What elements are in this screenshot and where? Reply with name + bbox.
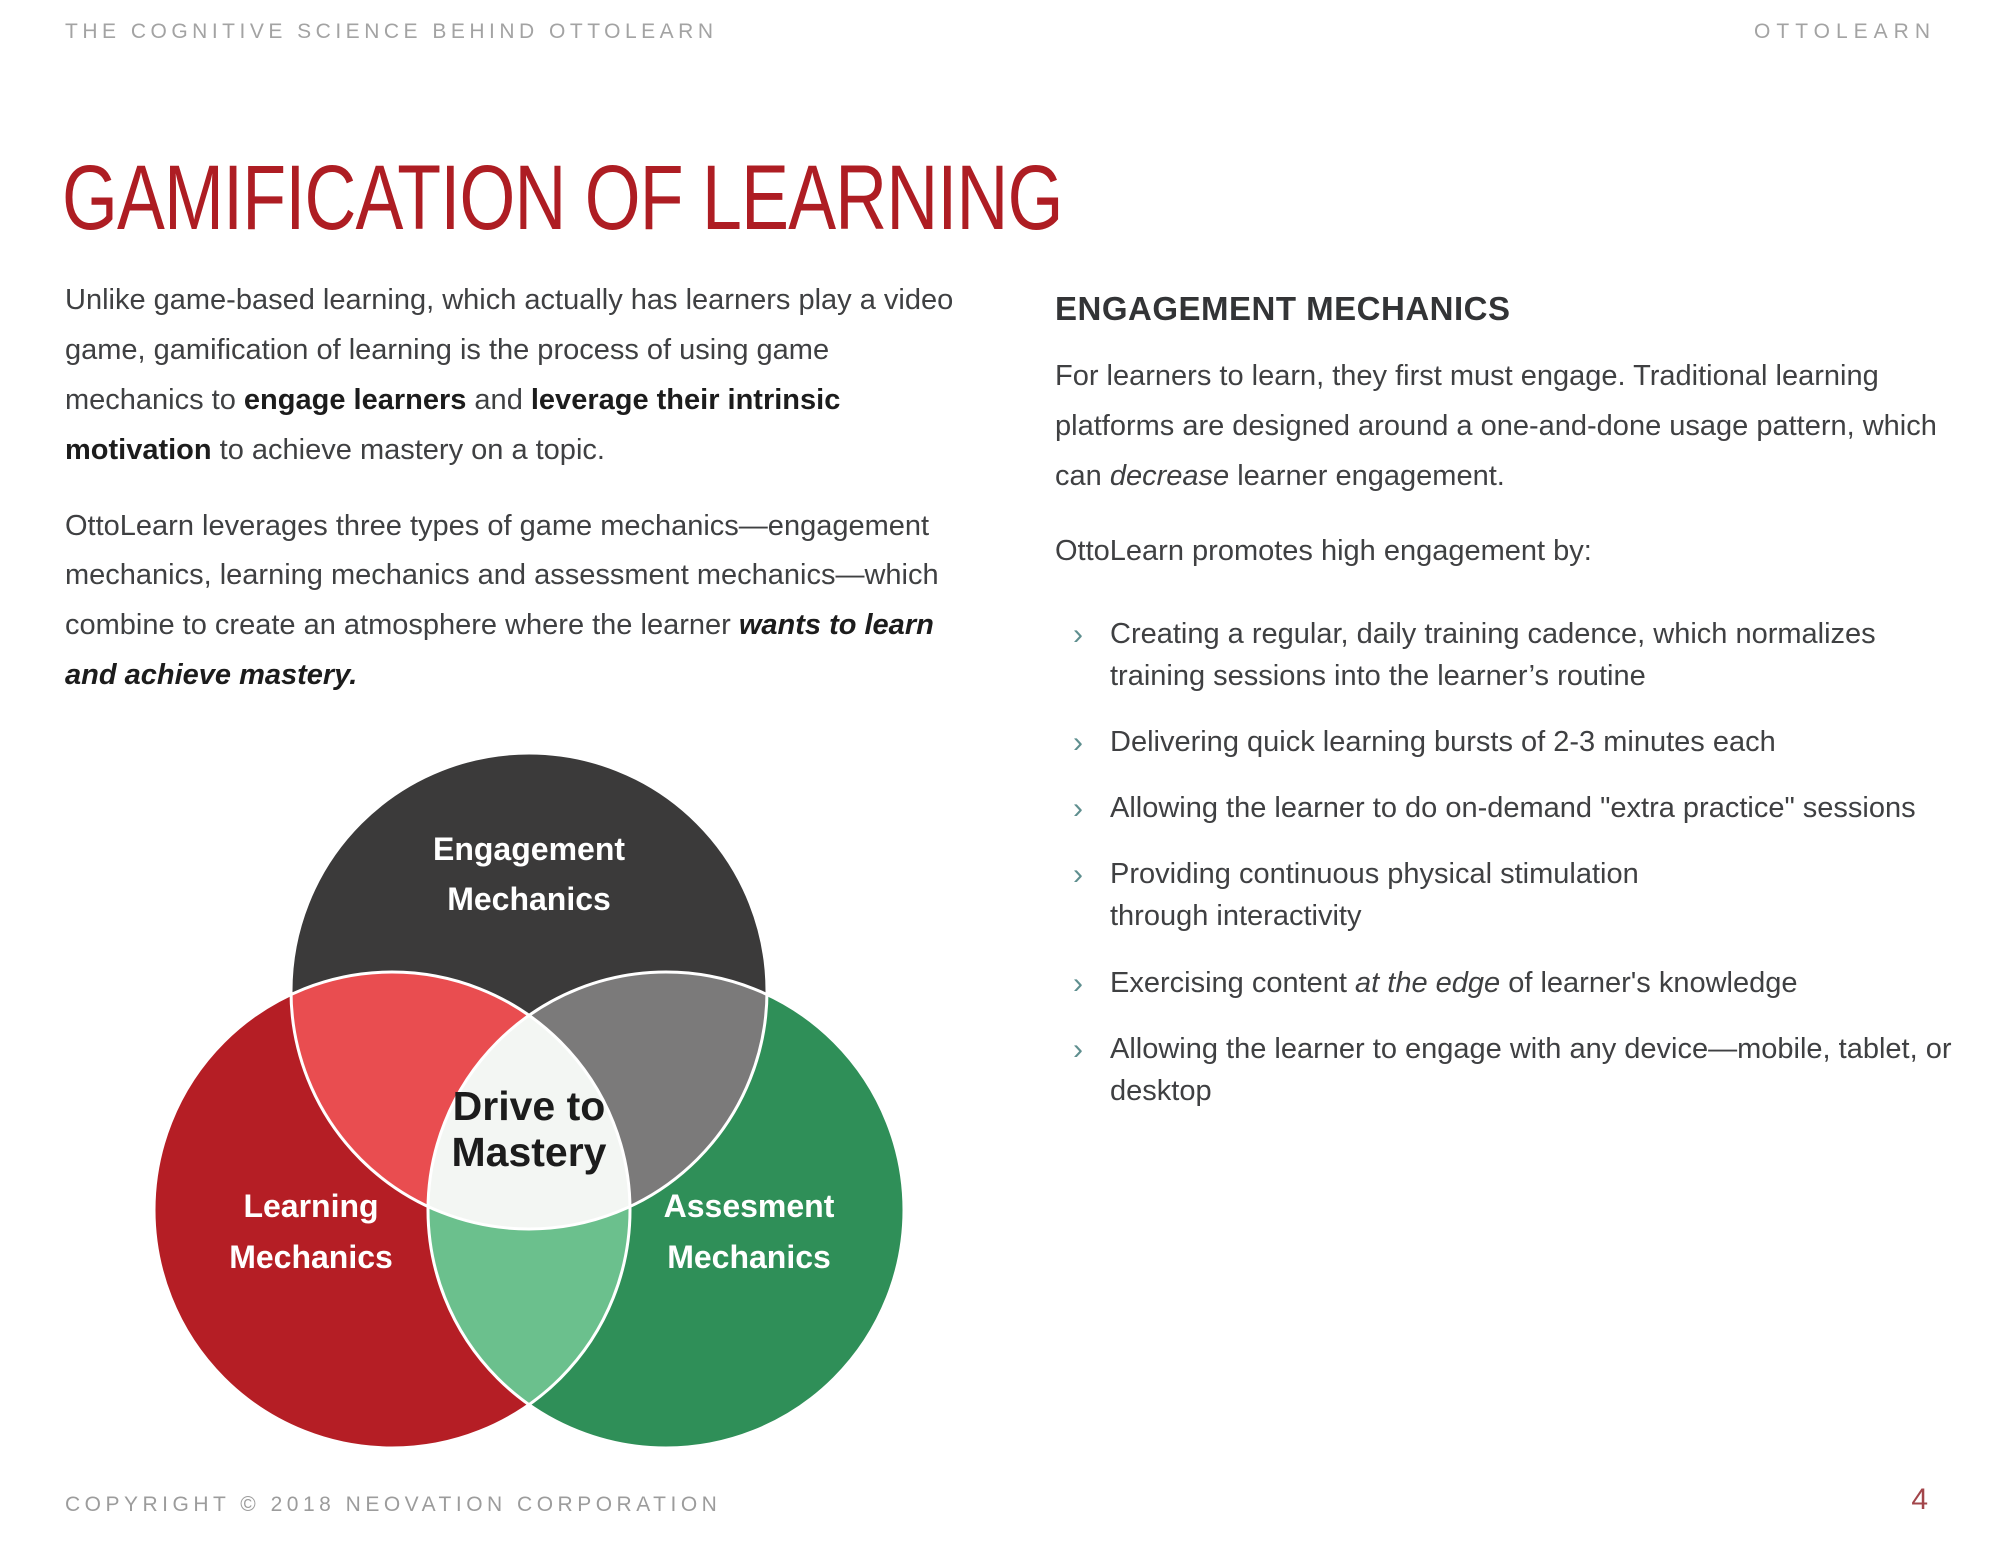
venn-diagram-svg: Engagement Mechanics Learning Mechanics …: [152, 751, 906, 1450]
bullet-text: Providing continuous physical stimulatio…: [1110, 858, 1639, 933]
center-label-line1: Drive to: [453, 1083, 606, 1129]
header-left-text: THE COGNITIVE SCIENCE BEHIND OTTOLEARN: [65, 20, 718, 43]
list-item: › Providing continuous physical stimulat…: [1055, 853, 1970, 937]
list-item: › Allowing the learner to do on-demand "…: [1055, 787, 1970, 829]
section-heading-engagement-mechanics: ENGAGEMENT MECHANICS: [1055, 290, 1511, 327]
learning-label-line2: Mechanics: [229, 1239, 393, 1275]
list-item: › Allowing the learner to engage with an…: [1055, 1028, 1970, 1112]
list-item: › Delivering quick learning bursts of 2-…: [1055, 721, 1970, 763]
center-label-line2: Mastery: [452, 1129, 607, 1175]
bullet-text: Allowing the learner to engage with any …: [1110, 1032, 1952, 1107]
engagement-label-line2: Mechanics: [447, 881, 611, 917]
bullet-text: Exercising content at the edge of learne…: [1110, 966, 1798, 999]
paragraph-promotes-engagement: OttoLearn promotes high engagement by:: [1055, 535, 1592, 568]
page-number: 4: [1911, 1483, 1928, 1516]
list-item: › Creating a regular, daily training cad…: [1055, 613, 1970, 697]
learning-label-line1: Learning: [243, 1188, 378, 1224]
right-column: ENGAGEMENT MECHANICS For learners to lea…: [1055, 281, 1970, 1136]
list-item: › Exercising content at the edge of lear…: [1055, 962, 1970, 1004]
paragraph-engagement-intro: For learners to learn, they first must e…: [1055, 359, 1937, 492]
page-title: GAMIFICATION OF LEARNING: [62, 147, 1063, 249]
chevron-bullet-icon: ›: [1073, 858, 1083, 892]
left-column: Unlike game-based learning, which actual…: [65, 276, 965, 727]
chevron-bullet-icon: ›: [1073, 966, 1083, 1000]
assessment-label-line2: Mechanics: [667, 1239, 831, 1275]
footer-copyright: COPYRIGHT © 2018 NEOVATION CORPORATION: [65, 1493, 722, 1516]
chevron-bullet-icon: ›: [1073, 1032, 1083, 1066]
engagement-label-line1: Engagement: [433, 831, 625, 867]
chevron-bullet-icon: ›: [1073, 792, 1083, 826]
paragraph-gamification-intro: Unlike game-based learning, which actual…: [65, 284, 954, 466]
paragraph-ottolearn-mechanics: OttoLearn leverages three types of game …: [65, 509, 939, 692]
chevron-bullet-icon: ›: [1073, 726, 1083, 760]
chevron-bullet-icon: ›: [1073, 618, 1083, 652]
learning-circle-outline: [152, 970, 632, 1450]
assessment-circle-outline: [426, 970, 906, 1450]
bullet-text: Creating a regular, daily training caden…: [1110, 618, 1876, 693]
header-right-brand: OTTOLEARN: [1754, 20, 1936, 43]
bullet-text: Allowing the learner to do on-demand "ex…: [1110, 792, 1916, 825]
engagement-circle-outline: [289, 751, 769, 1231]
engagement-bullet-list: › Creating a regular, daily training cad…: [1055, 613, 1970, 1111]
assessment-label-line1: Assesment: [664, 1188, 835, 1224]
center-overlap-drive-to-mastery: [428, 972, 630, 1229]
venn-diagram-game-mechanics: Engagement Mechanics Learning Mechanics …: [148, 750, 910, 1454]
bullet-text: Delivering quick learning bursts of 2-3 …: [1110, 726, 1776, 759]
